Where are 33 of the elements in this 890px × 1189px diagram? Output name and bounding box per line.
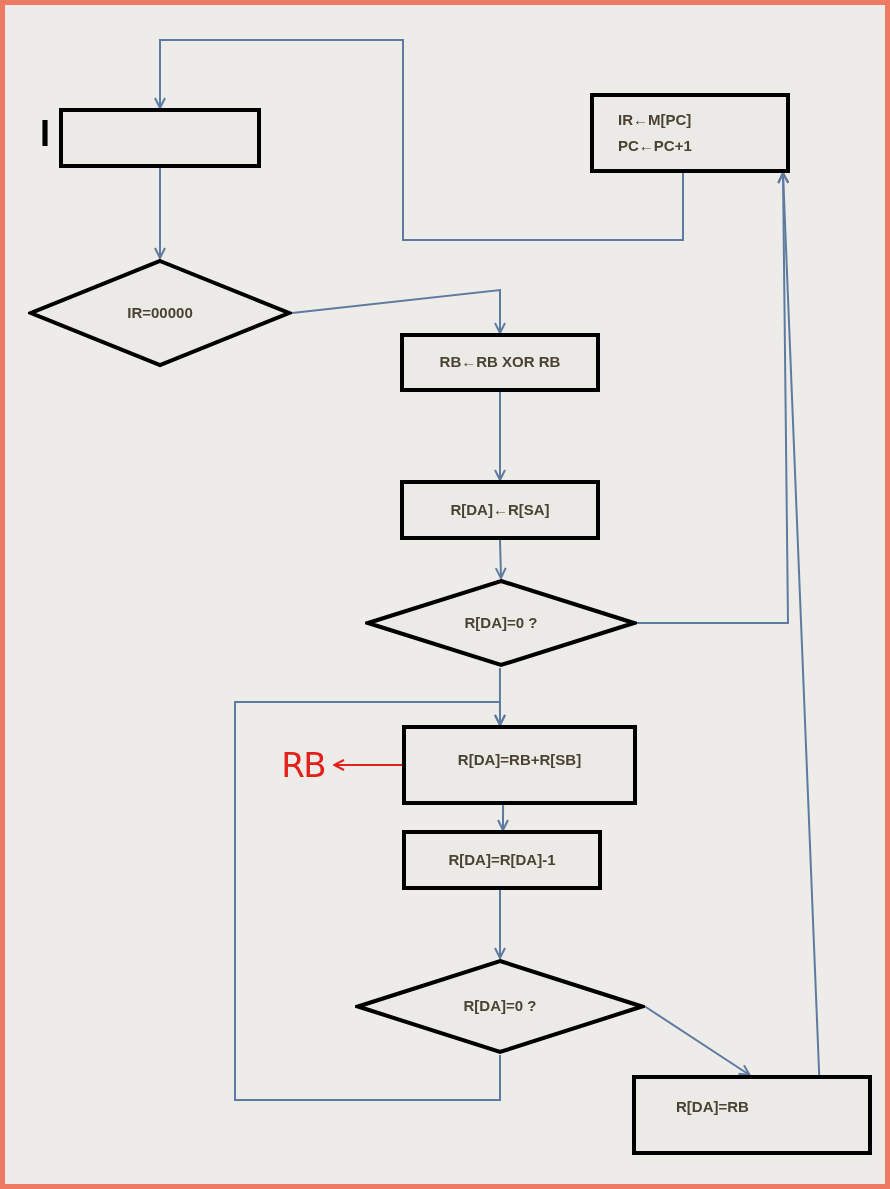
arrow <box>494 889 506 959</box>
arrow <box>234 701 506 1101</box>
node-text: IR=00000 <box>127 302 193 323</box>
process-box <box>402 725 637 805</box>
arrow <box>154 167 166 259</box>
arrow <box>777 172 821 1076</box>
arrow <box>494 391 506 481</box>
node-text: R[DA]←R[SA] <box>450 499 550 520</box>
node-text: R[DA]=0 ? <box>463 996 537 1017</box>
arrow <box>497 804 509 831</box>
process-box <box>400 480 600 540</box>
process-box <box>402 830 602 890</box>
decision-diamond <box>365 578 637 668</box>
process-box <box>400 333 600 392</box>
node-text: R[DA]=RB <box>676 1096 749 1117</box>
node-text: R[DA]=R[DA]-1 <box>448 849 556 870</box>
arrow <box>333 759 403 771</box>
node-text: IR←M[PC] <box>618 109 692 130</box>
node-text: PC←PC+1 <box>618 136 692 156</box>
process-box <box>59 108 261 168</box>
decision-diamond <box>355 958 645 1055</box>
decision-diamond <box>28 258 292 368</box>
node-text: R[DA]=0 ? <box>464 612 538 633</box>
arrow <box>154 39 684 241</box>
node-text: R[DA]=RB+R[SB] <box>457 750 582 770</box>
arrow <box>644 1005 751 1076</box>
process-box <box>632 1075 872 1155</box>
process-box <box>590 93 790 173</box>
side-label: I <box>40 116 50 152</box>
node-text: RB←RB XOR RB <box>439 352 561 373</box>
arrow <box>494 539 507 579</box>
arrow <box>291 288 506 334</box>
handwritten-text: RB <box>281 748 325 782</box>
